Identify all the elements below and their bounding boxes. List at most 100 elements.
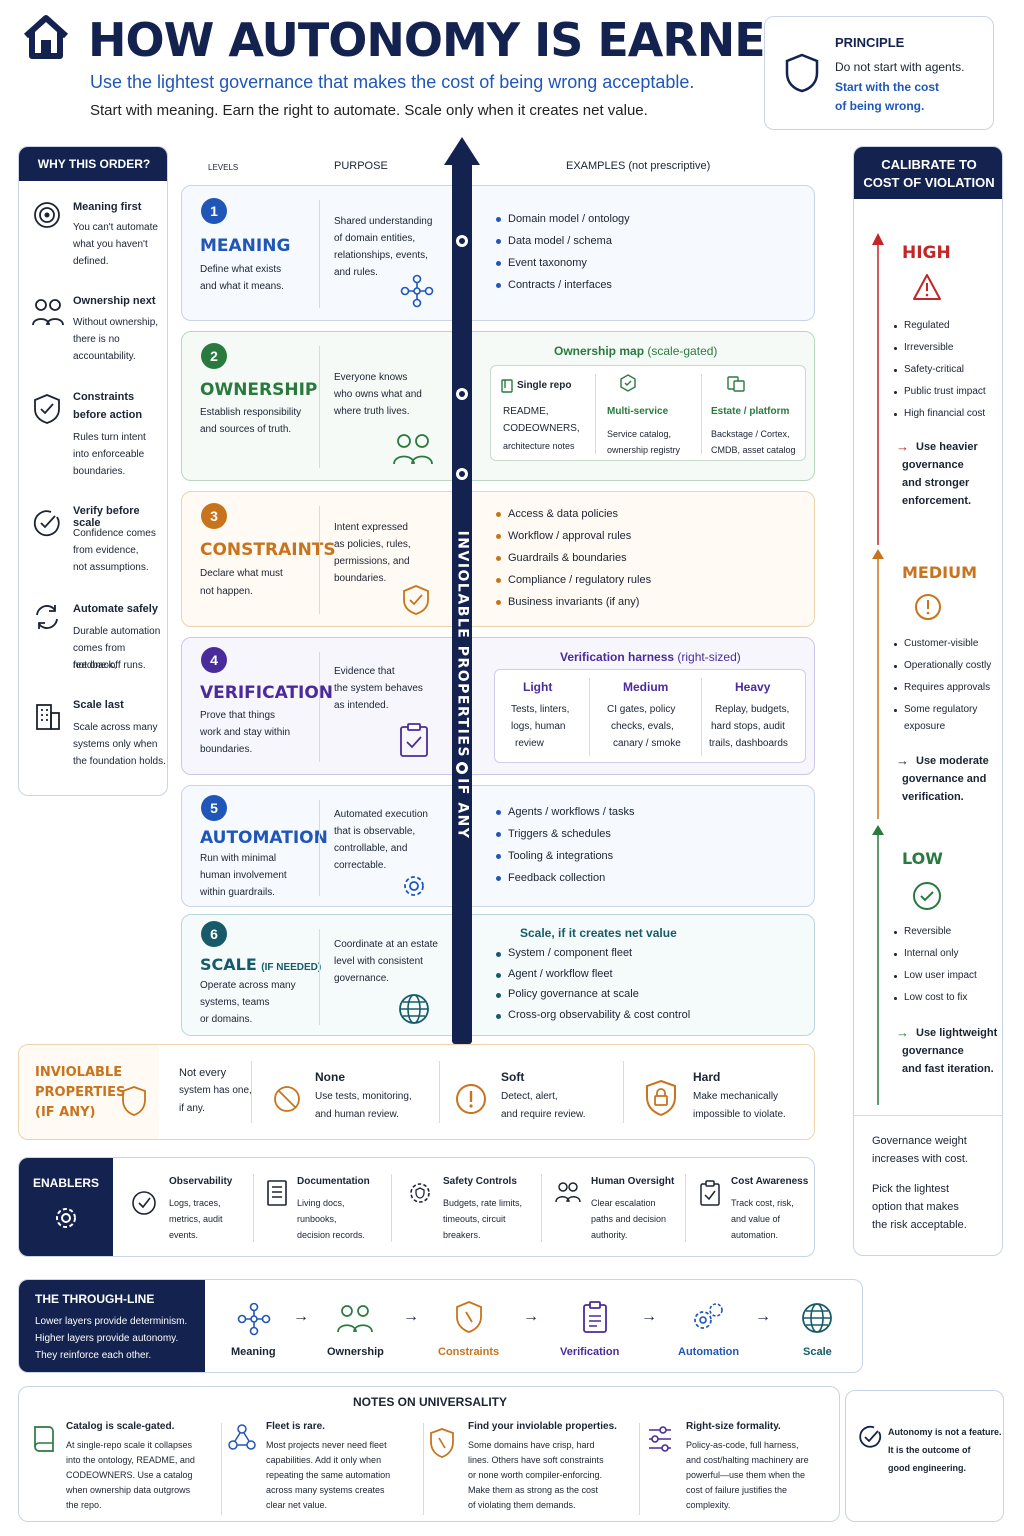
calibrate-item: Low user impact: [894, 965, 977, 987]
level-title: CONSTRAINTS: [200, 540, 336, 560]
purpose-text: level with consistent: [334, 956, 423, 967]
example-item: Compliance / regulatory rules: [494, 569, 651, 591]
why-item-line: not one-off runs.: [73, 660, 146, 671]
why-item-title: Scale last: [73, 699, 124, 711]
through-line-text: Lower layers provide determinism.: [35, 1316, 188, 1327]
arrow-glyph: →: [896, 439, 909, 454]
warning-icon: [913, 274, 941, 300]
note-title: Catalog is scale-gated.: [66, 1421, 175, 1432]
arrow-glyph: →: [755, 1308, 771, 1325]
enabler-title: Cost Awareness: [731, 1176, 809, 1187]
gear-icon: [404, 876, 424, 896]
repo-icon: [501, 379, 513, 393]
level-title: MEANING: [200, 236, 291, 256]
why-item-line: comes from feedback,: [73, 643, 126, 671]
level-number: 3: [201, 503, 227, 529]
enabler-line: Track cost, risk,: [731, 1198, 794, 1208]
inviolable-option-line: Use tests, monitoring,: [315, 1091, 412, 1102]
example-item: System / component fleet: [494, 943, 690, 964]
why-item-line: Scale across many: [73, 722, 158, 733]
document-icon: [267, 1180, 287, 1206]
why-item-line: the foundation holds.: [73, 756, 166, 767]
calibrate-foot: Pick the lightest: [872, 1183, 950, 1195]
why-item-line: not assumptions.: [73, 562, 149, 573]
quote-line: Autonomy is not a feature.: [888, 1427, 1002, 1437]
high-action: enforcement.: [902, 495, 972, 507]
shield-icon: [430, 1428, 454, 1458]
enabler-line: decision records.: [297, 1230, 366, 1240]
shield-icon: [456, 1301, 482, 1333]
why-order-title: WHY THIS ORDER?: [37, 157, 151, 171]
note-line: cost of failure justifies the: [686, 1485, 788, 1495]
through-step: Meaning: [231, 1346, 276, 1358]
note-line: CODEOWNERS. Use a catalog: [66, 1470, 193, 1480]
inviolable-option-line: Make mechanically: [693, 1091, 779, 1102]
example-item: Workflow / approval rules: [494, 525, 651, 547]
medium-action: governance and: [902, 773, 987, 785]
note-line: repeating the same automation: [266, 1470, 391, 1480]
map-col-title: Multi-service: [607, 406, 669, 417]
arrow-glyph: →: [293, 1308, 309, 1325]
example-item: Agent / workflow fleet: [494, 964, 690, 985]
calibrate-item: Operationally costly: [894, 655, 991, 677]
levels-column-header: LEVELS: [208, 163, 239, 172]
harness-col-line: logs, human: [511, 721, 566, 732]
why-item-title: before action: [73, 409, 143, 421]
inviolable-note: if any.: [179, 1103, 205, 1114]
note-line: Some domains have crisp, hard: [468, 1440, 595, 1450]
level-title: AUTOMATION: [200, 828, 328, 848]
calibrate-item: Customer-visible: [894, 633, 991, 655]
quote-line: good engineering.: [888, 1463, 966, 1473]
clipboard-check-icon: [700, 1180, 720, 1206]
inviolable-option-line: and require review.: [501, 1109, 586, 1120]
example-item: Access & data policies: [494, 503, 651, 525]
level-desc: within guardrails.: [200, 887, 276, 898]
why-item-line: boundaries.: [73, 466, 126, 477]
why-item-title: Ownership next: [73, 295, 156, 307]
globe-icon: [802, 1303, 832, 1333]
why-item-title: Constraints: [73, 391, 135, 403]
network-icon: [237, 1302, 271, 1336]
check-circle-icon: [859, 1425, 882, 1448]
calibrate-item: Low cost to fix: [894, 987, 977, 1009]
medium-action: Use moderate: [916, 755, 989, 767]
map-col-line: Backstage / Cortex,: [711, 429, 790, 439]
level-desc: systems, teams: [200, 997, 270, 1008]
gears-icon: [694, 1303, 723, 1329]
calibrate-item-cont: exposure: [904, 721, 946, 732]
clipboard-icon: [583, 1301, 607, 1333]
note-line: and cost/halting machinery are: [686, 1455, 809, 1465]
level-title: SCALE (IF NEEDED): [200, 955, 322, 974]
note-line: Policy-as-code, full harness,: [686, 1440, 799, 1450]
through-step: Ownership: [327, 1346, 384, 1358]
level-title: VERIFICATION: [200, 683, 334, 703]
purpose-text: Intent expressed: [334, 522, 408, 533]
note-line: when ownership data outgrows: [66, 1485, 191, 1495]
enabler-line: breakers.: [443, 1230, 481, 1240]
inviolable-title: INVIOLABLE: [35, 1065, 123, 1080]
note-line: capabilities. Add it only when: [266, 1455, 382, 1465]
people-icon: [337, 1305, 373, 1333]
purpose-text: correctable.: [334, 860, 387, 871]
level-number: 6: [201, 921, 227, 947]
level-card-meaning: 1 MEANING Define what exists and what it…: [181, 185, 815, 321]
why-item-title: Automate safely: [73, 603, 158, 615]
purpose-column-header: PURPOSE: [334, 160, 388, 172]
enablers-bar: ENABLERS Observability Logs, traces, met…: [18, 1157, 815, 1257]
quote-card: Autonomy is not a feature. It is the out…: [845, 1390, 1004, 1522]
level-desc: boundaries.: [200, 744, 253, 755]
level-card-constraints: 3 CONSTRAINTS Declare what must not happ…: [181, 491, 815, 627]
through-line-text: They reinforce each other.: [35, 1350, 152, 1361]
inviolable-option-title: Soft: [501, 1070, 525, 1084]
note-line: lines. Others have soft constraints: [468, 1455, 604, 1465]
low-action: governance: [902, 1045, 964, 1057]
purpose-text: permissions, and: [334, 556, 410, 567]
level-card-automation: 5 AUTOMATION Run with minimal human invo…: [181, 785, 815, 907]
note-line: complexity.: [686, 1500, 731, 1510]
estate-icon: [727, 376, 745, 392]
services-icon: [620, 374, 636, 392]
level-number: 2: [201, 343, 227, 369]
map-col-line: README,: [503, 406, 549, 417]
enablers-title: ENABLERS: [32, 1176, 99, 1190]
harness-col-title: Heavy: [735, 680, 771, 694]
